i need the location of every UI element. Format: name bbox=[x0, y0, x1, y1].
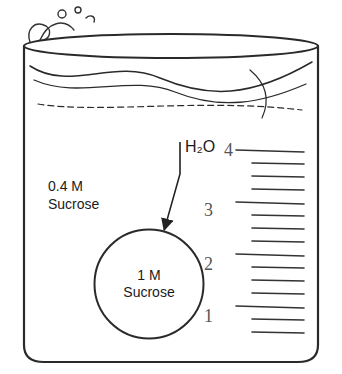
graduation-tick bbox=[252, 189, 304, 190]
graduation-tick bbox=[236, 202, 304, 204]
beaker: 0.4 M Sucrose 1 M Sucrose bbox=[14, 30, 326, 366]
graduation-tick bbox=[252, 228, 304, 229]
graduation-tick bbox=[252, 176, 304, 177]
edge-label: H₂O bbox=[184, 138, 216, 156]
graduation-tick bbox=[252, 163, 304, 164]
graduation-tick bbox=[252, 280, 304, 281]
scale-number: 1 bbox=[204, 306, 213, 327]
graduation-tick bbox=[252, 241, 304, 242]
graduation-tick bbox=[252, 293, 304, 294]
solution-label: 0.4 M Sucrose bbox=[48, 178, 132, 213]
water-arrow bbox=[164, 142, 180, 230]
graduation-tick bbox=[252, 319, 304, 320]
graduation-tick bbox=[252, 215, 304, 216]
cell-label: 1 M Sucrose bbox=[114, 267, 184, 302]
scale-number: 3 bbox=[204, 200, 213, 221]
graduation-tick bbox=[236, 254, 304, 256]
scale-number: 2 bbox=[204, 254, 213, 275]
cell-circle: 1 M Sucrose bbox=[93, 228, 205, 340]
graduation-tick bbox=[236, 150, 304, 152]
graduation-tick bbox=[236, 306, 304, 308]
graduation-tick bbox=[252, 267, 304, 268]
scale-number: 4 bbox=[224, 140, 233, 161]
graduation-tick bbox=[252, 332, 304, 333]
